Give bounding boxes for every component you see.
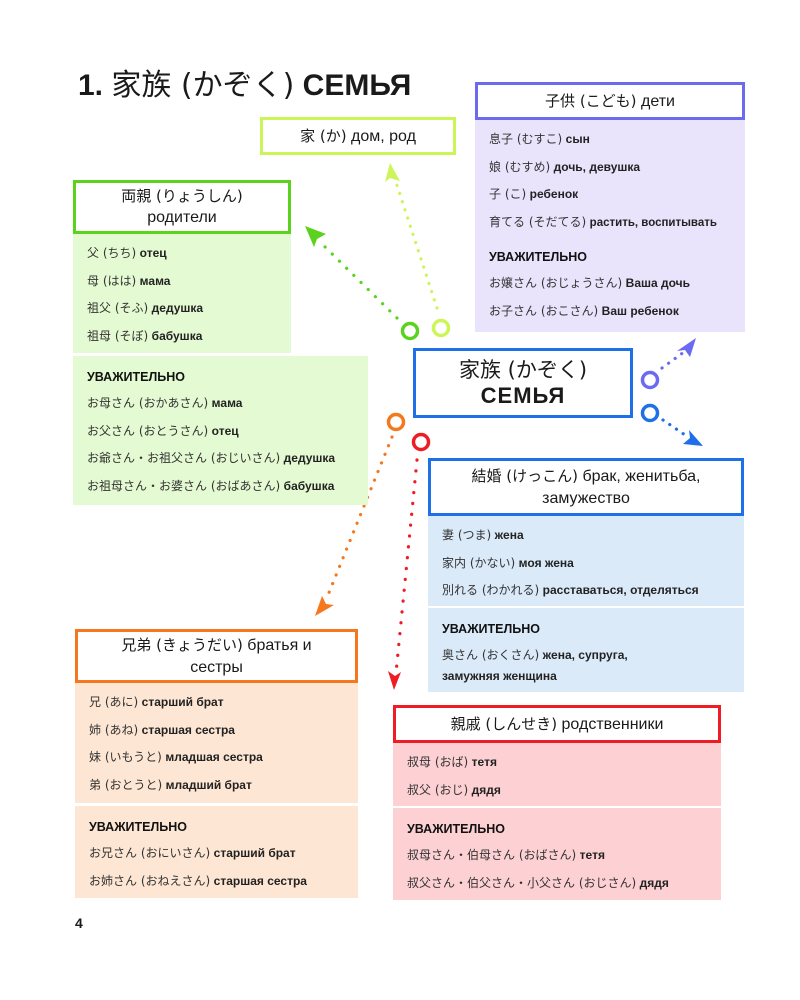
list-item: お兄さん (おにいさん) старший брат <box>89 846 296 860</box>
children-header: 子供 (こども) дети <box>475 82 745 120</box>
arrow-children <box>640 338 696 390</box>
relatives-header-jp: 親戚 (しんせき) <box>450 714 558 733</box>
children-list: 息子 (むすこ) сын 娘 (むすめ) дочь, девушка 子 (こ)… <box>475 120 745 332</box>
list-item: 奥さん (おくさん) жена, супруга, замужняя женщи… <box>442 648 628 683</box>
siblings-header-jp: 兄弟 (きょうだい) <box>121 635 243 654</box>
list-item: 祖父 (そふ) дедушка <box>87 301 204 315</box>
list-item: 妹 (いもうと) младшая сестра <box>89 750 263 764</box>
marriage-list: 妻 (つま) жена 家内 (かない) моя жена 別れる (わかれる)… <box>428 516 744 606</box>
section-label: УВАЖИТЕЛЬНО <box>407 822 505 836</box>
list-item: 家内 (かない) моя жена <box>442 555 574 570</box>
parents-header-jp: 両親 (りょうしん) <box>121 187 243 205</box>
list-item: お嬢さん (おじょうさん) Ваша дочь <box>489 276 691 290</box>
list-item: 妻 (つま) жена <box>442 528 524 542</box>
arrow-house <box>385 163 451 338</box>
marriage-honorific: УВАЖИТЕЛЬНО 奥さん (おくさん) жена, супруга, за… <box>428 608 744 692</box>
arrow-parents <box>305 226 420 341</box>
arrow-relatives <box>388 432 431 690</box>
list-item: 子 (こ) ребенок <box>489 187 579 201</box>
section-label: УВАЖИТЕЛЬНО <box>442 622 540 636</box>
center-ru: СЕМЬЯ <box>480 383 566 408</box>
page-title: 1. 家族 (かぞく) СЕМЬЯ <box>78 60 411 104</box>
list-item: 父 (ちち) отец <box>87 246 167 260</box>
parents-header: 両親 (りょうしん) родители <box>73 180 291 234</box>
siblings-header-ru: братья и сестры <box>190 636 312 676</box>
relatives-honorific: УВАЖИТЕЛЬНО 叔母さん・伯母さん (おばさん) тетя 叔父さん・伯… <box>393 808 721 900</box>
parents-honorific: УВАЖИТЕЛЬНО お母さん (おかあさん) мама お父さん (おとうさ… <box>73 356 368 505</box>
house-jp: 家 (か) <box>300 126 347 145</box>
list-item: 娘 (むすめ) дочь, девушка <box>489 159 641 174</box>
list-item: お爺さん・お祖父さん (おじいさん) дедушка <box>87 451 336 465</box>
house-ru: дом, род <box>351 127 416 145</box>
parents-list: 父 (ちち) отец 母 (はは) мама 祖父 (そふ) дедушка … <box>73 234 291 353</box>
siblings-honorific: УВАЖИТЕЛЬНО お兄さん (おにいさん) старший брат お姉… <box>75 806 358 898</box>
list-item: お祖母さん・お婆さん (おばあさん) бабушка <box>87 478 335 493</box>
list-item: お父さん (おとうさん) отец <box>87 423 239 438</box>
list-item: 兄 (あに) старший брат <box>89 695 224 709</box>
list-item: 叔父さん・伯父さん・小父さん (おじさん) дядя <box>407 875 669 890</box>
list-item: お姉さん (おねえさん) старшая сестра <box>89 873 307 888</box>
section-label: УВАЖИТЕЛЬНО <box>89 820 187 834</box>
marriage-header-ru: брак, женитьба, замужество <box>542 467 701 507</box>
center-jp: 家族 (かぞく) <box>458 358 588 382</box>
arrow-siblings <box>315 412 406 616</box>
center-topic-family: 家族 (かぞく) СЕМЬЯ <box>413 348 633 418</box>
list-item: 叔母 (おば) тетя <box>407 755 497 769</box>
house-box: 家 (か) дом, род <box>260 117 456 155</box>
list-item: 姉 (あね) старшая сестра <box>89 722 235 737</box>
list-item: 母 (はは) мама <box>87 273 171 288</box>
title-jp: 家族 (かぞく) <box>111 68 295 103</box>
parents-header-ru: родители <box>147 209 217 226</box>
list-item: お子さん (おこさん) Ваш ребенок <box>489 303 679 318</box>
relatives-list: 叔母 (おば) тетя 叔父 (おじ) дядя <box>393 743 721 806</box>
list-item: 叔母さん・伯母さん (おばさん) тетя <box>407 848 605 862</box>
list-item: お母さん (おかあさん) мама <box>87 396 243 410</box>
children-header-ru: дети <box>640 92 675 110</box>
list-item: 叔父 (おじ) дядя <box>407 782 501 797</box>
siblings-header: 兄弟 (きょうだい) братья и сестры <box>75 629 358 683</box>
list-item: 弟 (おとうと) младший брат <box>89 777 252 792</box>
list-item: 別れる (わかれる) расставаться, отделяться <box>442 583 699 597</box>
list-item: 息子 (むすこ) сын <box>489 132 590 146</box>
relatives-header-ru: родственники <box>561 715 664 733</box>
children-header-jp: 子供 (こども) <box>545 91 637 110</box>
arrow-marriage <box>640 403 703 446</box>
page-number: 4 <box>75 915 83 931</box>
marriage-header-jp: 結婚 (けっこん) <box>471 466 578 485</box>
section-label: УВАЖИТЕЛЬНО <box>87 370 185 384</box>
siblings-list: 兄 (あに) старший брат 姉 (あね) старшая сестр… <box>75 683 358 803</box>
title-number: 1. <box>78 69 104 102</box>
list-item: 育てる (そだてる) растить, воспитывать <box>489 214 717 229</box>
list-item: 祖母 (そぼ) бабушка <box>87 328 203 343</box>
title-ru: СЕМЬЯ <box>302 69 412 102</box>
marriage-header: 結婚 (けっこん) брак, женитьба, замужество <box>428 458 744 516</box>
section-label: УВАЖИТЕЛЬНО <box>489 250 587 264</box>
relatives-header: 親戚 (しんせき) родственники <box>393 705 721 743</box>
